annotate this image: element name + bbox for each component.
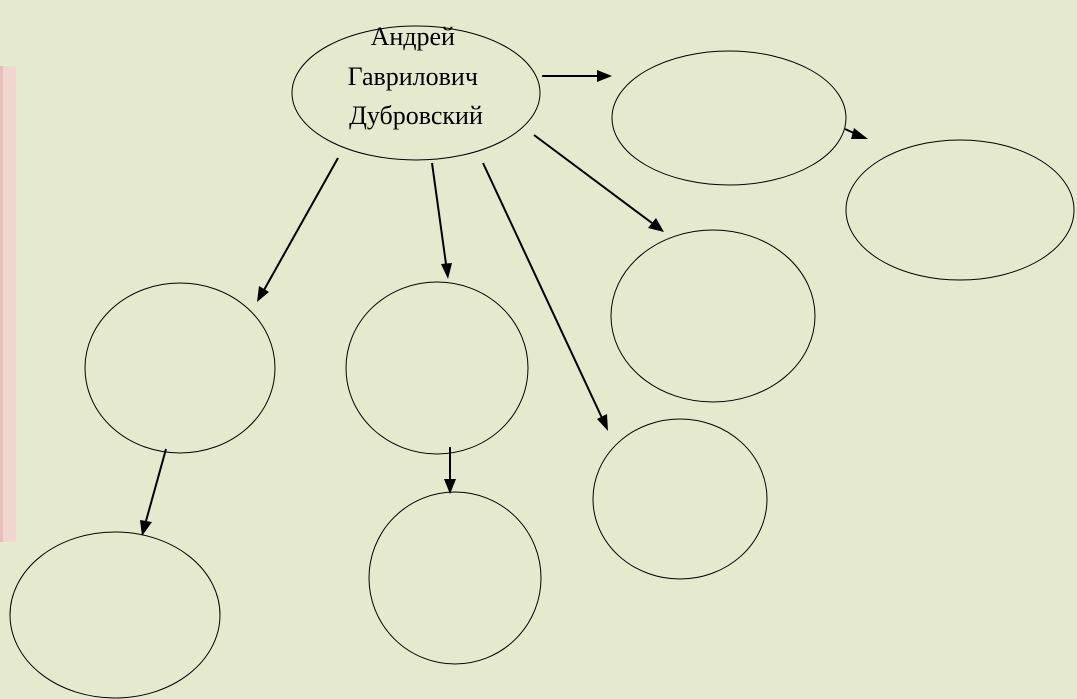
arrow-top-right-to-far-right — [844, 128, 868, 139]
root-label-line-2: Гаврилович — [348, 62, 478, 91]
node-center — [345, 281, 529, 455]
node-far-right — [845, 139, 1075, 281]
left-edge-image-fragment — [0, 66, 16, 542]
arrow-center-to-bottom-center — [444, 447, 456, 494]
root-label-line-1: Андрей — [371, 22, 455, 51]
arrow-root-to-mid-right — [533, 134, 664, 232]
connectors — [140, 70, 868, 536]
node-bottom-left — [9, 531, 221, 699]
node-top-right — [611, 50, 847, 186]
arrow-root-to-lower-center-right — [482, 162, 608, 431]
node-left — [84, 282, 276, 454]
root-node-label: Андрей Гаврилович Дубровский — [348, 22, 485, 130]
root-label-line-3: Дубровский — [349, 101, 483, 130]
node-bottom-center — [368, 491, 542, 665]
node-lower-center-right — [592, 418, 768, 580]
arrow-root-to-center — [431, 162, 452, 279]
root-node — [291, 25, 541, 161]
arrow-root-to-left — [257, 157, 339, 302]
arrow-left-to-bottom-left — [140, 448, 167, 536]
arrow-root-to-top-right — [542, 70, 612, 82]
node-mid-right — [610, 229, 816, 403]
